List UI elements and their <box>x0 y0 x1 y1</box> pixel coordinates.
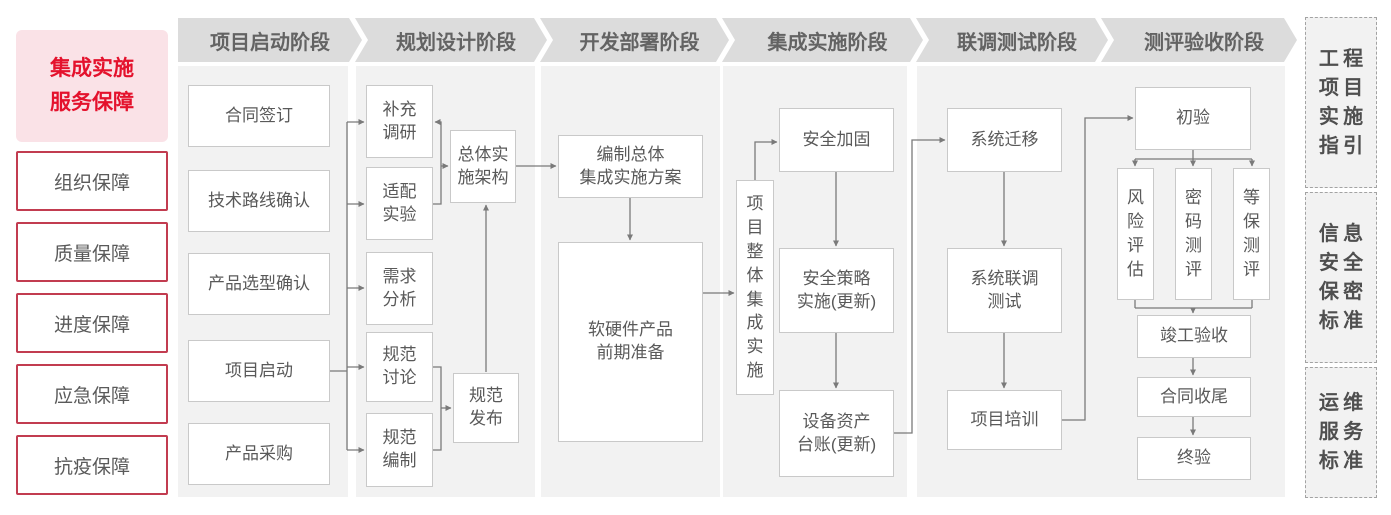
node-contract-closure: 合同收尾 <box>1137 377 1251 417</box>
node-product-purchase: 产品采购 <box>188 423 330 485</box>
ref-infosec-col2: 息全密准 <box>1343 222 1364 332</box>
node-risk-assessment: 风险评估 <box>1117 168 1154 300</box>
node-supplement-research: 补充 调研 <box>366 85 433 158</box>
node-crypto-evaluation-label: 密码测评 <box>1184 188 1202 279</box>
node-project-training: 项目培训 <box>947 390 1062 450</box>
node-security-hardening: 安全加固 <box>779 108 894 172</box>
guarantee-emergency: 应急保障 <box>16 364 168 424</box>
node-overall-integration-label: 项目整体集成实施 <box>746 194 764 380</box>
node-project-kickoff: 项目启动 <box>188 340 330 402</box>
phase-header-joint-test: 联调测试阶段 <box>916 18 1108 62</box>
ref-ops-col1: 运服标 <box>1318 392 1339 472</box>
node-spec-discussion: 规范 讨论 <box>366 332 433 402</box>
sidebar-title: 集成实施 服务保障 <box>16 30 168 142</box>
node-security-policy: 安全策略 实施(更新) <box>779 248 894 333</box>
node-classified-protection-eval: 等保测评 <box>1233 168 1270 300</box>
node-requirement-analysis: 需求 分析 <box>366 252 433 325</box>
ref-infosec-confidentiality-standard: 信安保标 息全密准 <box>1305 192 1377 363</box>
phase-header-planning-design: 规划设计阶段 <box>355 18 547 62</box>
node-overall-plan: 编制总体 集成实施方案 <box>558 135 703 198</box>
node-overall-integration: 项目整体集成实施 <box>736 180 774 395</box>
node-joint-testing: 系统联调 测试 <box>947 248 1062 333</box>
node-completion-acceptance: 竣工验收 <box>1137 315 1251 358</box>
ref-guide-col1: 工项实指 <box>1318 47 1339 157</box>
node-contract-sign: 合同签订 <box>188 85 330 147</box>
node-overall-architecture: 总体实 施架构 <box>450 130 516 203</box>
ref-ops-col2: 维务准 <box>1343 392 1364 472</box>
node-adaptation-experiment: 适配 实验 <box>366 167 433 240</box>
phase-header-dev-deploy: 开发部署阶段 <box>540 18 729 62</box>
phase-header-acceptance: 测评验收阶段 <box>1101 18 1297 62</box>
phase-header-integration: 集成实施阶段 <box>722 18 923 62</box>
ref-ops-service-standard: 运服标 维务准 <box>1305 367 1377 498</box>
node-crypto-evaluation: 密码测评 <box>1175 168 1212 300</box>
node-product-select-confirm: 产品选型确认 <box>188 253 330 315</box>
node-initial-acceptance: 初验 <box>1135 87 1251 150</box>
node-asset-ledger: 设备资产 台账(更新) <box>779 390 894 477</box>
phase-header-project-start: 项目启动阶段 <box>178 18 362 62</box>
guarantee-organization: 组织保障 <box>16 151 168 211</box>
ref-infosec-col1: 信安保标 <box>1318 222 1339 332</box>
ref-guide-col2: 程目施引 <box>1343 47 1364 157</box>
node-final-acceptance: 终验 <box>1137 437 1251 480</box>
node-product-preparation: 软硬件产品 前期准备 <box>558 242 703 442</box>
guarantee-quality: 质量保障 <box>16 222 168 282</box>
node-classified-protection-eval-label: 等保测评 <box>1242 188 1260 279</box>
node-risk-assessment-label: 风险评估 <box>1126 188 1144 279</box>
node-spec-release: 规范 发布 <box>453 373 519 443</box>
node-system-migration: 系统迁移 <box>947 108 1062 172</box>
ref-project-implementation-guide: 工项实指 程目施引 <box>1305 17 1377 188</box>
guarantee-anti-epidemic: 抗疫保障 <box>16 435 168 495</box>
node-spec-compilation: 规范 编制 <box>366 413 433 487</box>
guarantee-schedule: 进度保障 <box>16 293 168 353</box>
node-tech-route-confirm: 技术路线确认 <box>188 170 330 232</box>
